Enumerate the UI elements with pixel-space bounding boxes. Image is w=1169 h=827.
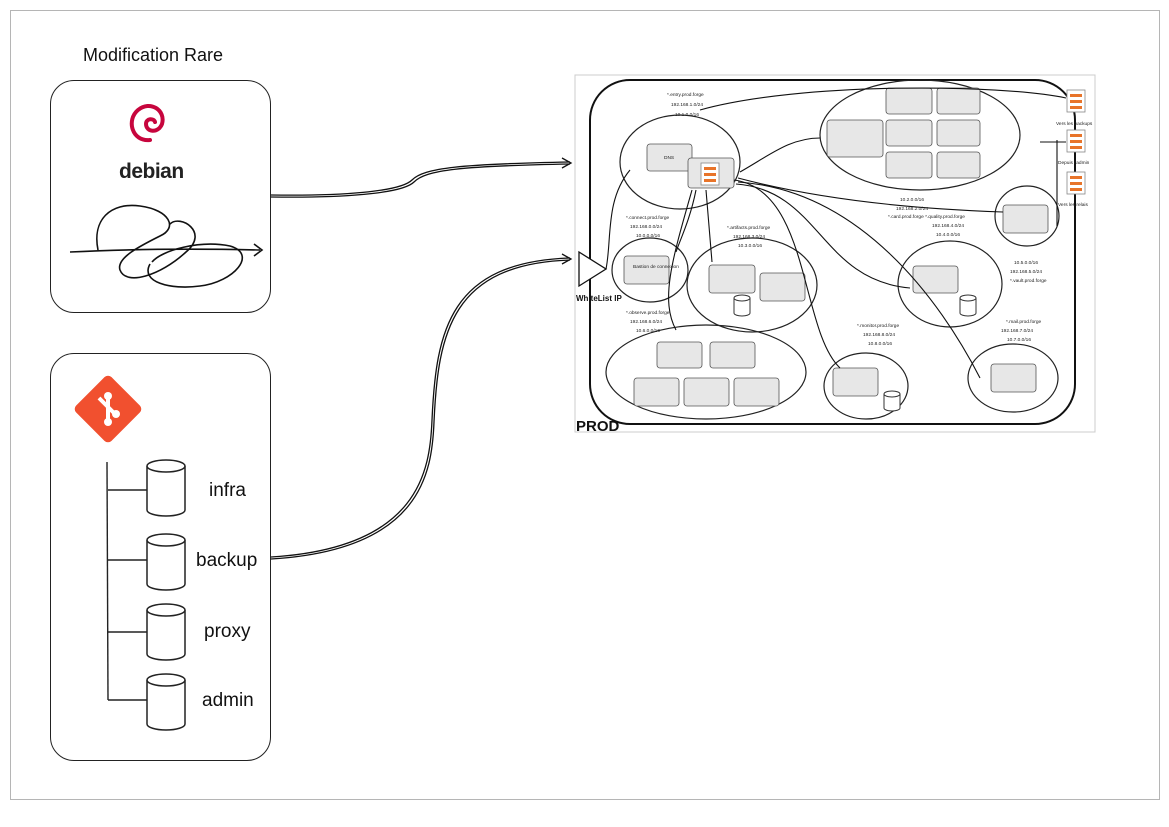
entry-label-0: *.entry.prod.forge — [667, 92, 704, 98]
monitor-zone — [823, 352, 909, 420]
vault-label-1: 192.168.5.0/24 — [1010, 269, 1042, 275]
whitelist-label: WhiteList IP — [576, 294, 622, 303]
database-icon — [959, 294, 977, 317]
debian-wordmark: debian — [119, 160, 184, 183]
entry-label-2: 10.1.0.0/16 — [675, 112, 699, 118]
card-quality-label-1: 192.168.2.0/24 — [896, 206, 928, 212]
repo-label-admin: admin — [202, 690, 254, 711]
mail-label-0: *.mail.prod.forge — [1006, 319, 1042, 325]
observe-zone — [605, 324, 807, 420]
card-quality-label-3: 192.168.4.0/24 — [932, 223, 964, 229]
artifacts-label-2: 10.3.0.0/16 — [738, 243, 762, 249]
monitor-label-0: *.monitor.prod.forge — [857, 323, 899, 329]
database-icon — [733, 294, 751, 317]
database-icon-infra — [146, 459, 186, 517]
prod-links — [605, 87, 1067, 379]
vault-gateway-zone — [994, 185, 1060, 247]
server-boxes — [623, 87, 1049, 407]
repo-cylinders — [146, 459, 186, 731]
repo-label-infra: infra — [209, 480, 246, 501]
mail-label-2: 10.7.0.0/16 — [1007, 337, 1031, 343]
artifacts-zone — [686, 237, 818, 333]
repo-label-proxy: proxy — [204, 621, 251, 642]
connect-label-2: 10.0.0.0/16 — [636, 233, 660, 239]
artifacts-label-0: *.artifacts.prod.forge — [727, 225, 771, 231]
observe-label-2: 10.6.0.0/16 — [636, 328, 660, 334]
canvas-frame — [10, 10, 1160, 800]
prod-boundary — [589, 79, 1076, 425]
connect-label-0: *.connect.prod.forge — [626, 215, 670, 221]
observe-label-0: *.observe.prod.forge — [626, 310, 670, 316]
database-icon-backup — [146, 533, 186, 591]
repo-label-backup: backup — [196, 550, 258, 571]
database-icon — [883, 390, 901, 412]
dns-label: DNS — [664, 155, 674, 161]
debian-swirl-icon — [129, 104, 165, 143]
artifacts-label-1: 192.168.3.0/24 — [733, 234, 765, 240]
whitelist-triangle — [578, 250, 608, 288]
database-icon-proxy — [146, 603, 186, 661]
connect-zone — [611, 237, 689, 303]
small-db-icons — [733, 294, 977, 412]
card-quality-label-4: 10.4.0.0/16 — [936, 232, 960, 238]
page-title: Modification Rare — [83, 45, 224, 65]
side-label-relais: Vers les relais — [1058, 202, 1088, 208]
zone-labels: *.entry.prod.forge 192.168.1.0/24 10.1.0… — [626, 92, 1093, 347]
monitor-label-2: 10.8.0.0/16 — [868, 341, 892, 347]
proxy-icons — [700, 89, 1086, 195]
side-label-admin: Depuis l'admin — [1058, 160, 1090, 166]
scribble-icon — [69, 204, 264, 288]
vault-label-2: *.vault.prod.forge — [1010, 278, 1047, 284]
connect-label-1: 192.168.0.0/24 — [630, 224, 662, 230]
card-quality-label-2: *.card.prod.forge *.quality.prod.forge — [888, 214, 965, 220]
card-quality-zone — [819, 79, 1021, 191]
repo-tree — [106, 461, 148, 701]
mail-label-1: 192.168.7.0/24 — [1001, 328, 1033, 334]
debian-to-prod-arrow — [270, 157, 573, 198]
prod-label: PROD — [576, 418, 620, 435]
git-logo-icon — [74, 375, 142, 443]
side-label-backups: Vers les backups — [1056, 121, 1093, 127]
mail-zone — [967, 343, 1059, 413]
debian-card — [50, 80, 271, 313]
database-icon-admin — [146, 673, 186, 731]
observe-label-1: 192.168.6.0/24 — [630, 319, 662, 325]
git-to-prod-arrow — [270, 253, 573, 560]
vault-label-0: 10.5.0.0/16 — [1014, 260, 1038, 266]
card-quality-label-0: 10.2.0.0/16 — [900, 197, 924, 203]
monitor-label-1: 192.168.8.0/24 — [863, 332, 895, 338]
entry-label-1: 192.168.1.0/24 — [671, 102, 703, 108]
entry-zone — [619, 114, 741, 210]
bastion-label: Bastion de connexion — [633, 264, 679, 270]
